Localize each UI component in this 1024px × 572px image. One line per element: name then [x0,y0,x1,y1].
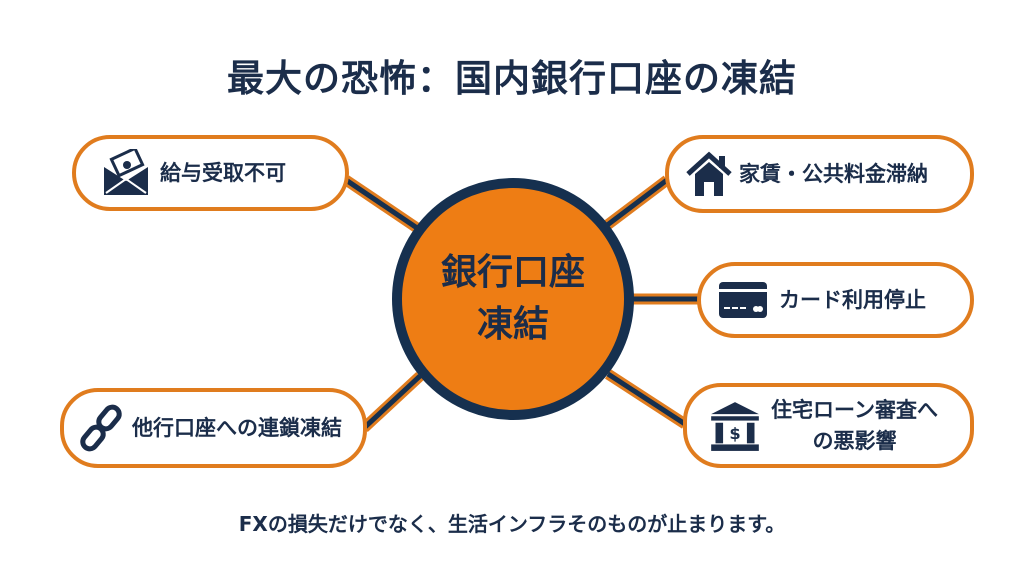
hub-line-2: 凍結 [476,304,549,345]
item-card-suspension: カード利用停止 [697,262,974,338]
connector-salary [342,175,424,235]
chain-link-icon [80,404,122,452]
hub-line-1: 銀行口座 [440,251,585,293]
item-label: カード利用停止 [779,287,926,312]
item-mortgage-impact: $ 住宅ローン審査への悪影響 [683,383,974,468]
footer-caption: FXの損失だけでなく、生活インフラそのものが止まります。 [238,512,786,536]
page-title: 最大の恐怖：国内銀行口座の凍結 [227,57,797,100]
bank-icon: $ [711,401,759,451]
item-label-line-1: 住宅ローン審査へ [771,398,938,423]
item-chain-freeze: 他行口座への連鎖凍結 [60,388,367,468]
svg-text:$: $ [729,424,740,443]
item-label: 家賃・公共料金滞納 [739,161,928,186]
item-rent-utilities: 家賃・公共料金滞納 [665,135,974,213]
item-label: 他行口座への連鎖凍結 [132,415,342,440]
item-label-line-2: の悪影響 [812,428,897,453]
envelope-money-icon [104,149,148,195]
connector-chain [360,371,424,433]
connector-rent [602,175,671,231]
credit-card-icon [719,282,767,318]
connector-loan [605,369,688,429]
item-salary: 給与受取不可 [72,135,349,211]
item-label: 住宅ローン審査への悪影響 [771,395,938,456]
central-node-account-freeze: 銀行口座凍結 [392,178,634,420]
house-icon [686,151,732,196]
item-label: 給与受取不可 [160,160,286,185]
